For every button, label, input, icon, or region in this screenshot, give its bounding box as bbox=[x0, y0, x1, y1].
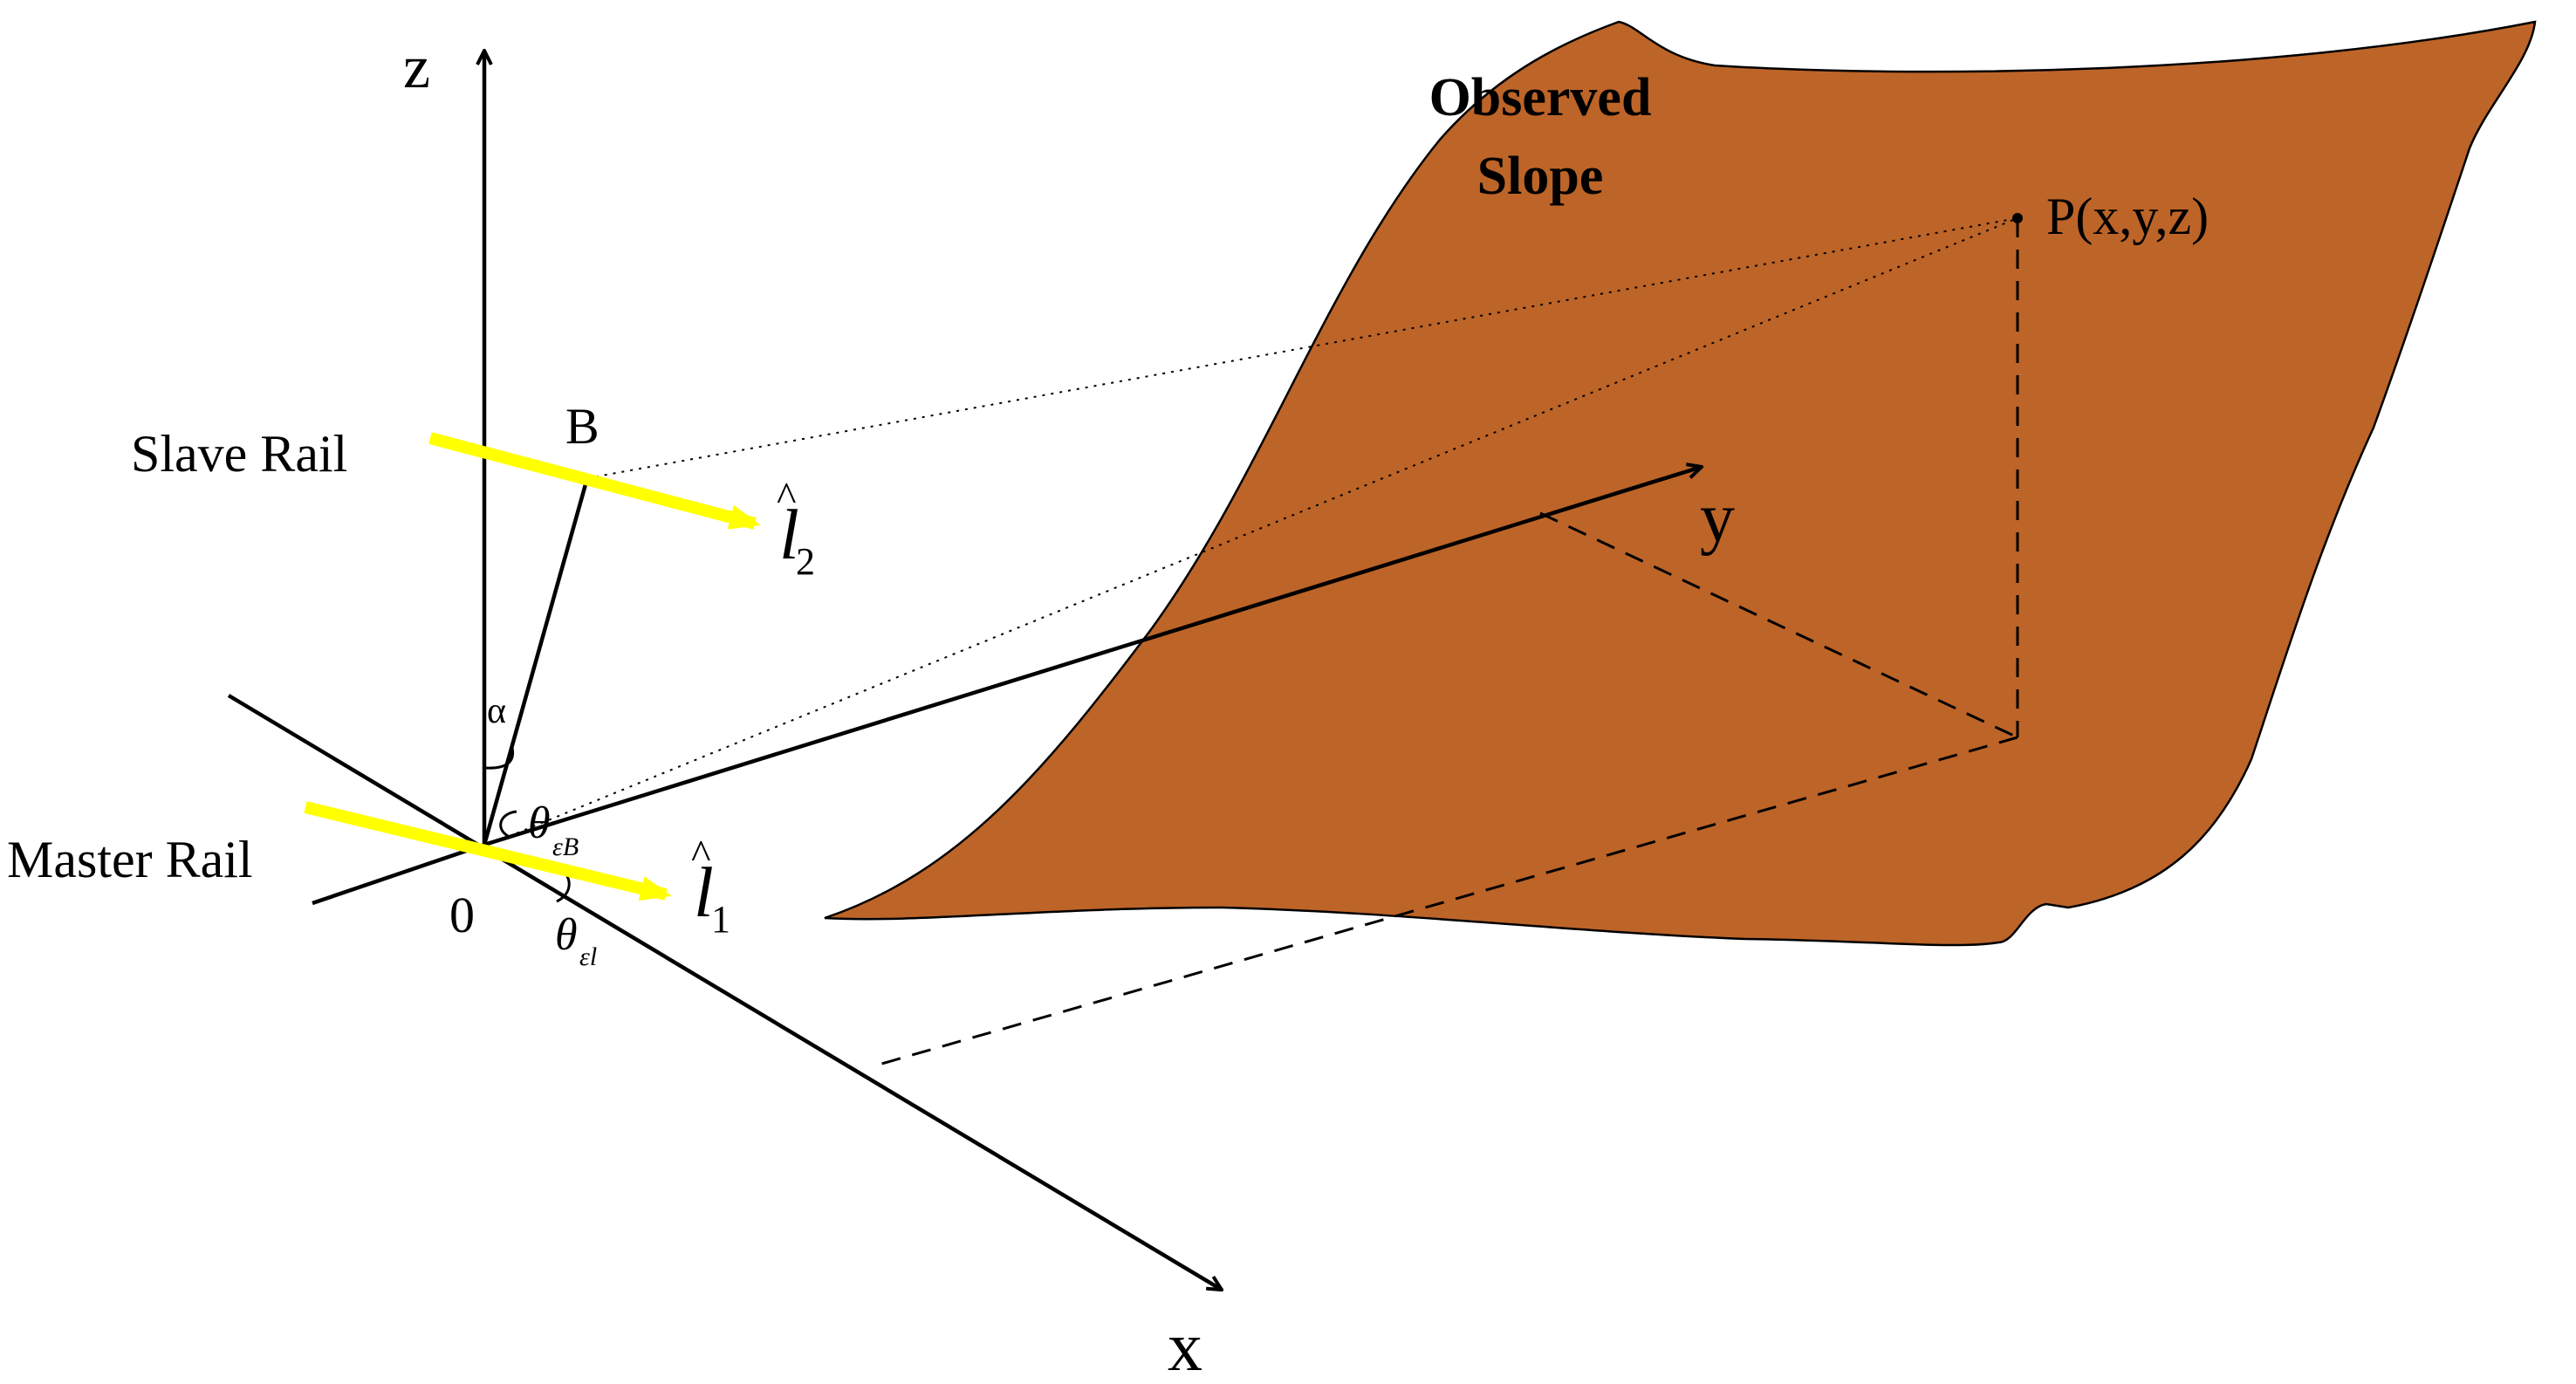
l2-hat-caret: ^ bbox=[777, 474, 797, 520]
l1-hat-caret: ^ bbox=[691, 832, 711, 878]
projection-lines bbox=[872, 218, 2019, 1068]
point-p-label: P(x,y,z) bbox=[2046, 188, 2209, 245]
sight-line-b bbox=[586, 217, 2018, 479]
y-axis-label: y bbox=[1700, 480, 1735, 557]
slope-label-line1: Observed bbox=[1429, 68, 1652, 127]
alpha-arc bbox=[483, 747, 515, 770]
y-axis bbox=[483, 467, 1702, 847]
projection-to-x-axis bbox=[872, 736, 2018, 1068]
point-b-label: B bbox=[565, 398, 599, 455]
origin-label: 0 bbox=[449, 887, 475, 943]
observed-slope-surface bbox=[824, 20, 2537, 947]
theta-eb-label: θ bbox=[528, 798, 551, 848]
slave-rail-label: Slave Rail bbox=[131, 425, 347, 483]
sight-line-origin bbox=[483, 217, 2018, 847]
theta-eb-arc bbox=[499, 810, 517, 838]
point-p-marker bbox=[2012, 213, 2023, 223]
x-axis bbox=[227, 694, 1222, 1290]
theta-el-label: θ bbox=[555, 910, 578, 960]
master-rail-label: Master Rail bbox=[7, 831, 253, 888]
alpha-label: α bbox=[487, 691, 506, 731]
master-rail-arrow bbox=[304, 801, 672, 901]
l2-hat-letter: l bbox=[779, 495, 799, 574]
l1-hat-letter: l bbox=[694, 853, 714, 932]
projection-to-y-axis bbox=[1539, 511, 2018, 739]
l1-hat-subscript: 1 bbox=[711, 898, 730, 941]
slope-label-line2: Slope bbox=[1477, 147, 1604, 206]
line-of-sight bbox=[483, 217, 2018, 847]
baseline-ob bbox=[482, 477, 590, 846]
l2-hat-subscript: 2 bbox=[796, 540, 815, 583]
slave-rail-arrow bbox=[428, 432, 761, 530]
theta-eb-subscript: εB bbox=[552, 832, 579, 861]
z-axis-label: z bbox=[403, 34, 430, 101]
x-axis-label: x bbox=[1168, 1309, 1202, 1384]
theta-el-subscript: εl bbox=[579, 942, 597, 971]
angle-arcs bbox=[483, 747, 571, 903]
transverse-axis bbox=[312, 842, 485, 906]
